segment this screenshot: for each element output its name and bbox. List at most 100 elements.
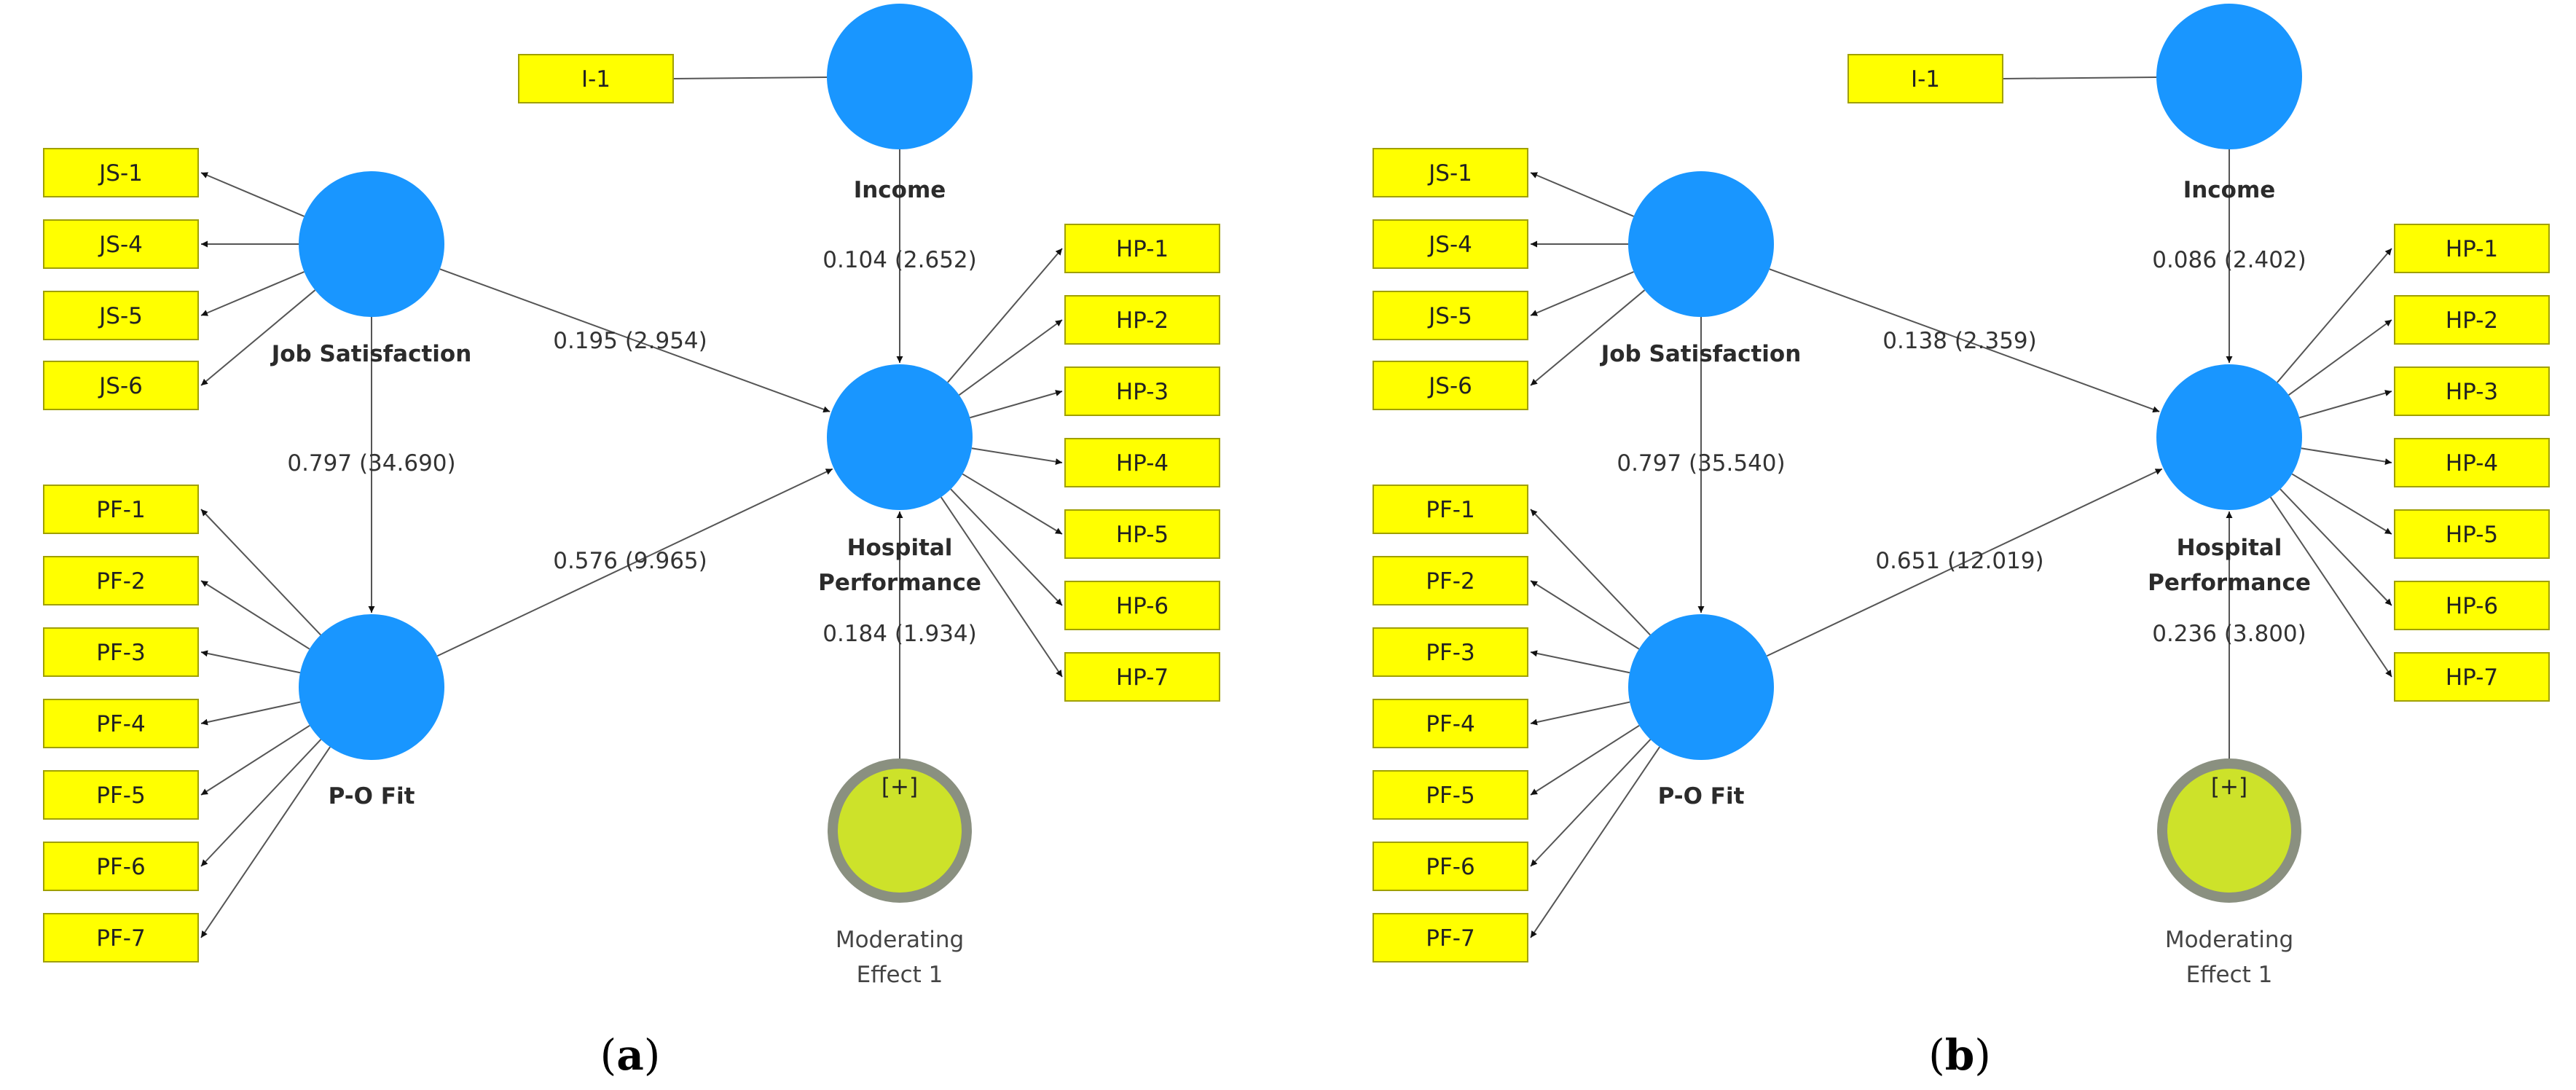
path-pof-to-hp (1766, 468, 2163, 657)
indicator-hp-7[interactable]: HP-7 (1064, 652, 1220, 702)
indicator-hp-3-box (1064, 366, 1220, 416)
construct-label-effect-1: Effect 1 (2186, 962, 2273, 988)
construct-js-circle[interactable] (299, 171, 444, 317)
indicator-pf-5[interactable]: PF-5 (1373, 770, 1528, 820)
indicator-pf-5-box (43, 770, 199, 820)
indicator-i-1-box (518, 54, 674, 103)
indicator-pf-2[interactable]: PF-2 (43, 556, 199, 605)
indicator-hp-7[interactable]: HP-7 (2394, 652, 2550, 702)
indicator-pf-2-box (1373, 556, 1528, 605)
indicator-pf-7[interactable]: PF-7 (1373, 913, 1528, 962)
indicator-js-4[interactable]: JS-4 (1373, 219, 1528, 269)
indicator-pf-1-label: PF-1 (1426, 497, 1474, 523)
indicator-pf-1-box (1373, 485, 1528, 534)
caption-close: ) (644, 1030, 661, 1080)
construct-label-income: Income (854, 177, 946, 203)
moderator-expand-symbol: [+] (2211, 774, 2247, 800)
indicator-i-1[interactable]: I-1 (1847, 54, 2003, 103)
indicator-pf-6[interactable]: PF-6 (1373, 842, 1528, 891)
indicator-js-1-label: JS-1 (1427, 160, 1472, 187)
indicator-js-6[interactable]: JS-6 (1373, 361, 1528, 410)
indicator-hp-6[interactable]: HP-6 (2394, 581, 2550, 630)
indicator-hp-7-label: HP-7 (2446, 664, 2498, 691)
caption-open: ( (600, 1030, 617, 1080)
indicator-hp-1[interactable]: HP-1 (2394, 224, 2550, 273)
coef-income-to-hp: 0.086 (2.402) (2152, 247, 2306, 273)
indicator-hp-4[interactable]: HP-4 (2394, 438, 2550, 487)
edge-hp-to-hp-2 (2288, 319, 2392, 396)
indicator-hp-5[interactable]: HP-5 (1064, 509, 1220, 559)
construct-moderating-effect-circle[interactable] (828, 758, 972, 903)
indicator-pf-1[interactable]: PF-1 (43, 485, 199, 534)
indicator-hp-3-label: HP-3 (1116, 379, 1169, 405)
coef-js-to-pof: 0.797 (34.690) (287, 450, 455, 477)
edge-pof-to-pf-7 (200, 746, 331, 938)
construct-js-circle[interactable] (1628, 171, 1774, 317)
indicator-js-6[interactable]: JS-6 (43, 361, 199, 410)
indicator-pf-4[interactable]: PF-4 (43, 699, 199, 748)
construct-label-hospital: Hospital (847, 535, 953, 561)
indicator-js-1[interactable]: JS-1 (43, 148, 199, 197)
indicator-hp-3-label: HP-3 (2446, 379, 2498, 405)
construct-label-performance: Performance (2148, 570, 2311, 596)
indicator-pf-5[interactable]: PF-5 (43, 770, 199, 820)
indicator-js-4-label: JS-4 (98, 232, 143, 258)
indicator-hp-3[interactable]: HP-3 (1064, 366, 1220, 416)
edge-hp-to-hp-4 (971, 447, 1063, 466)
construct-inc-circle[interactable] (827, 4, 973, 149)
indicator-pf-3[interactable]: PF-3 (43, 627, 199, 677)
construct-pof-circle[interactable] (299, 614, 444, 760)
indicator-js-1[interactable]: JS-1 (1373, 148, 1528, 197)
coef-mod-to-hp: 0.236 (3.800) (2152, 621, 2306, 647)
indicator-pf-2-label: PF-2 (96, 568, 145, 595)
indicator-hp-1[interactable]: HP-1 (1064, 224, 1220, 273)
indicator-pf-3-box (43, 627, 199, 677)
indicator-hp-4-box (1064, 438, 1220, 487)
indicator-js-6-label: JS-6 (98, 373, 143, 399)
edge-pof-to-pf-4 (200, 701, 301, 726)
edge-pof-to-pf-3 (200, 650, 301, 674)
construct-hp-circle[interactable] (827, 364, 973, 510)
indicator-pf-3[interactable]: PF-3 (1373, 627, 1528, 677)
indicator-pf-5-label: PF-5 (1426, 783, 1474, 809)
construct-inc-circle[interactable] (2156, 4, 2302, 149)
indicator-pf-3-box (1373, 627, 1528, 677)
panel-b: I-1JS-1JS-4JS-5JS-6PF-1PF-2PF-3PF-4PF-5P… (1373, 4, 2550, 1080)
construct-label-hospital: Hospital (2177, 535, 2282, 561)
edge-hp-to-hp-1 (2277, 248, 2392, 383)
indicator-pf-6[interactable]: PF-6 (43, 842, 199, 891)
indicator-hp-3[interactable]: HP-3 (2394, 366, 2550, 416)
indicator-hp-4[interactable]: HP-4 (1064, 438, 1220, 487)
indicator-hp-7-box (1064, 652, 1220, 702)
coef-pof-to-hp: 0.576 (9.965) (553, 548, 707, 574)
indicator-pf-4[interactable]: PF-4 (1373, 699, 1528, 748)
indicator-js-5[interactable]: JS-5 (43, 291, 199, 340)
construct-pof-circle[interactable] (1628, 614, 1774, 760)
edge-js-to-js-6 (1530, 289, 1646, 386)
indicator-pf-7[interactable]: PF-7 (43, 913, 199, 962)
indicator-hp-1-box (1064, 224, 1220, 273)
indicator-hp-2[interactable]: HP-2 (1064, 295, 1220, 345)
coef-mod-to-hp: 0.184 (1.934) (822, 621, 977, 647)
indicator-js-5-box (43, 291, 199, 340)
indicator-hp-1-label: HP-1 (2446, 236, 2498, 262)
edge-pof-to-pf-1 (1530, 509, 1651, 636)
indicator-js-1-box (1373, 148, 1528, 197)
edge-pof-to-pf-1 (200, 509, 321, 636)
edge-hp-to-hp-3 (970, 390, 1063, 419)
indicator-js-4[interactable]: JS-4 (43, 219, 199, 269)
indicator-hp-4-box (2394, 438, 2550, 487)
indicator-hp-6[interactable]: HP-6 (1064, 581, 1220, 630)
indicator-pf-2[interactable]: PF-2 (1373, 556, 1528, 605)
indicator-js-5[interactable]: JS-5 (1373, 291, 1528, 340)
construct-moderating-effect-circle[interactable] (2157, 758, 2301, 903)
indicator-pf-1-box (43, 485, 199, 534)
indicator-hp-4-label: HP-4 (2446, 450, 2498, 477)
coef-js-to-pof: 0.797 (35.540) (1617, 450, 1785, 477)
construct-hp-circle[interactable] (2156, 364, 2302, 510)
indicator-hp-2[interactable]: HP-2 (2394, 295, 2550, 345)
indicator-i-1[interactable]: I-1 (518, 54, 674, 103)
indicator-pf-1[interactable]: PF-1 (1373, 485, 1528, 534)
indicator-hp-5[interactable]: HP-5 (2394, 509, 2550, 559)
indicator-pf-6-label: PF-6 (96, 854, 145, 880)
